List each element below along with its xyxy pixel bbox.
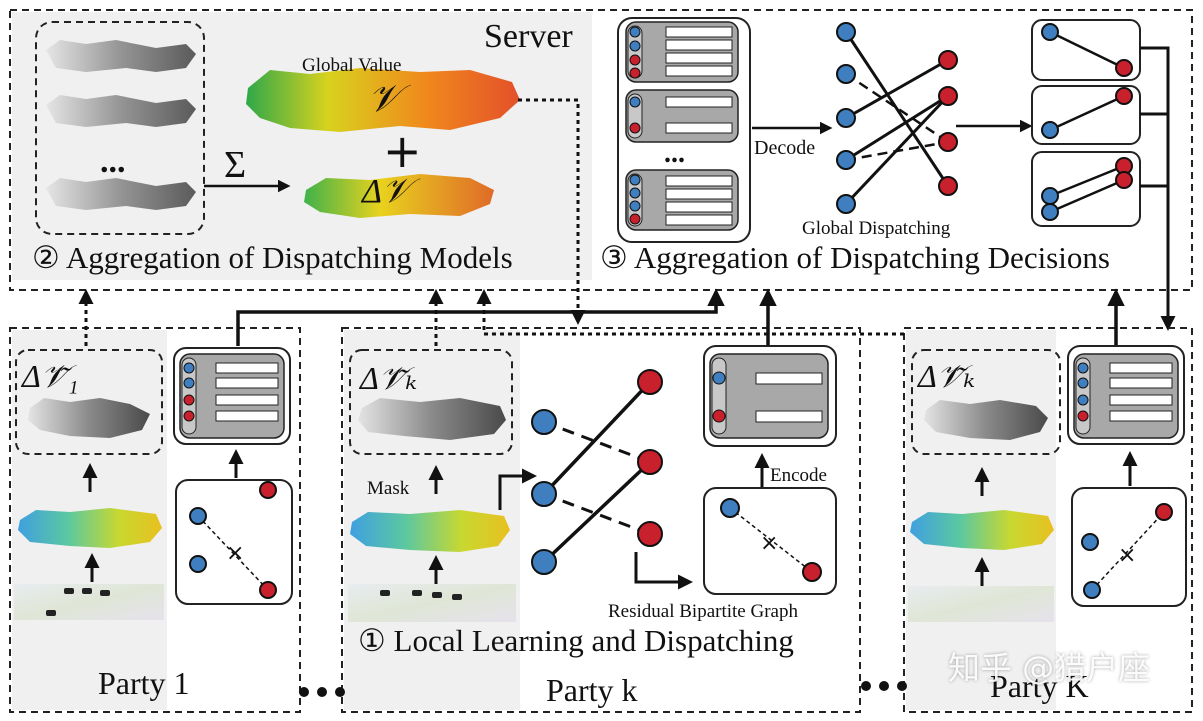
- local-models-box: [35, 21, 205, 235]
- server-region: [9, 9, 1193, 291]
- party1-delta-label: Δ𝒱̃₁: [22, 358, 79, 394]
- local-model-map: [46, 178, 196, 210]
- aggregation-decisions-label: ③ Aggregation of Dispatching Decisions: [600, 240, 1110, 275]
- car-icon: [380, 590, 462, 600]
- sum-symbol: Σ: [224, 144, 247, 186]
- partyk-bipartite-graph: [531, 369, 663, 575]
- encoded-block: [625, 89, 739, 143]
- decision-box: [1031, 151, 1141, 227]
- svg-text:×: ×: [226, 541, 244, 566]
- partyk-residual-graph: ×: [720, 498, 822, 582]
- party-separator: [299, 681, 907, 697]
- partyK-region: [903, 327, 1193, 713]
- local-model-map: [46, 40, 196, 72]
- svg-text:×: ×: [760, 531, 778, 556]
- server-title: Server: [484, 18, 573, 55]
- mask-label: Mask: [367, 478, 410, 499]
- delta-value-map: [304, 174, 494, 218]
- partyK-label: Party K: [990, 668, 1089, 704]
- party1-delta-box: [15, 349, 163, 455]
- partyK-encoded-block: [1073, 353, 1179, 439]
- party1-region: [9, 327, 301, 713]
- encoded-block: [625, 169, 739, 231]
- encoded-upload-path: [236, 288, 725, 346]
- global-value-map: [246, 68, 520, 132]
- global-dispatching-graph: [836, 22, 958, 214]
- partyK-delta-label: Δ𝒱̃ₖ: [918, 358, 976, 394]
- decision-box: [1031, 85, 1141, 145]
- delta-value-symbol: Δ𝒱: [362, 173, 411, 210]
- svg-text:×: ×: [1118, 543, 1136, 568]
- watermark: 知乎 @猎户座: [948, 649, 1151, 687]
- global-dispatching-label: Global Dispatching: [802, 218, 951, 239]
- car-icon: [46, 588, 110, 616]
- party1-residual-graph: ×: [189, 481, 277, 599]
- partyk-city-map: [348, 584, 516, 622]
- plus-symbol: +: [383, 124, 422, 178]
- party1-encoded-block: [179, 353, 285, 439]
- partyK-city-map: [908, 586, 1054, 622]
- global-value-label: Global Value: [302, 55, 402, 76]
- partyk-value-map: [350, 510, 510, 552]
- global-value-symbol: 𝒱: [368, 78, 400, 120]
- graph-to-residual-arrow: [634, 552, 693, 590]
- party1-value-map: [18, 508, 162, 548]
- partyk-delta-box: [349, 349, 513, 455]
- party1-label: Party 1: [98, 665, 190, 701]
- encoded-block: [625, 21, 739, 83]
- partyk-label: Party k: [546, 672, 638, 708]
- partyK-delta-box: [911, 349, 1061, 455]
- partyk-delta-label: Δ𝒱̃ₖ: [360, 360, 418, 396]
- aggregation-models-label: ② Aggregation of Dispatching Models: [32, 240, 513, 275]
- decision-box: [1031, 19, 1141, 81]
- party1-delta-map: [28, 398, 150, 438]
- partyK-delta-map: [924, 400, 1048, 440]
- decision-bracket: [1140, 46, 1170, 322]
- models-ellipsis: ...: [100, 143, 126, 180]
- partyK-upload-path: [476, 289, 904, 336]
- partyk-encoded-block: [709, 353, 829, 439]
- partyK-residual-graph: ×: [1081, 503, 1173, 599]
- dotted-connector: [518, 98, 586, 325]
- local-model-map: [46, 95, 196, 127]
- partyk-region: [341, 327, 861, 713]
- partyk-to-graph-arrow: [498, 468, 537, 510]
- decode-label: Decode: [754, 137, 816, 159]
- local-learning-label: ① Local Learning and Dispatching: [358, 623, 794, 658]
- encode-label: Encode: [770, 465, 827, 486]
- blocks-ellipsis: ...: [664, 138, 685, 169]
- partyK-value-map: [910, 510, 1054, 550]
- residual-graph-label: Residual Bipartite Graph: [608, 601, 798, 622]
- partyk-delta-map: [358, 398, 506, 440]
